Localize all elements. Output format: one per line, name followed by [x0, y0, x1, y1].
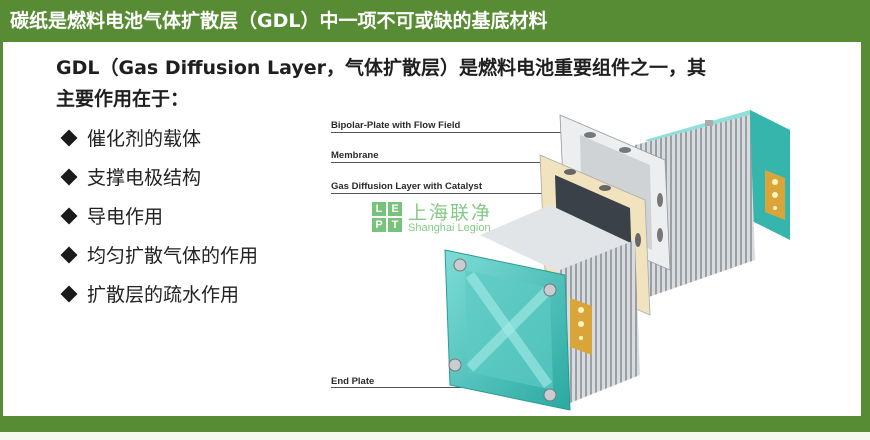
- diamond-bullet-icon: [60, 207, 78, 224]
- bullet-item: 导电作用: [60, 196, 258, 235]
- intro-text: GDL（Gas Diffusion Layer，气体扩散层）是燃料电池重要组件之…: [56, 53, 796, 115]
- watermark-letter-grid: L E P T: [372, 202, 402, 232]
- watermark-letter: E: [388, 202, 402, 216]
- watermark-english-name: Shanghai Legion: [408, 222, 491, 234]
- watermark-letter: P: [372, 218, 386, 232]
- diamond-bullet-icon: [60, 129, 78, 146]
- slide-title: 碳纸是燃料电池气体扩散层（GDL）中一项不可或缺的基底材料: [0, 0, 870, 42]
- diamond-bullet-icon: [60, 285, 78, 302]
- diamond-bullet-icon: [60, 168, 78, 185]
- bottom-strip: [0, 432, 870, 440]
- intro-line-1: GDL（Gas Diffusion Layer，气体扩散层）是燃料电池重要组件之…: [56, 57, 707, 79]
- bullet-label: 支撑电极结构: [87, 167, 202, 189]
- leader-line-membrane: [331, 162, 541, 163]
- front-end-plate-assembly: [444, 205, 640, 411]
- label-end-plate: End Plate: [331, 376, 375, 387]
- intro-line-2: 主要作用在于：: [56, 88, 190, 110]
- bullet-item: 催化剂的载体: [60, 118, 258, 157]
- bullet-list: 催化剂的载体 支撑电极结构 导电作用 均匀扩散气体的作用 扩散层的疏水作用: [60, 118, 258, 313]
- label-membrane: Membrane: [331, 150, 379, 161]
- watermark-chinese-name: 上海联净: [408, 202, 493, 224]
- bullet-label: 导电作用: [87, 206, 164, 228]
- watermark-logo: L E P T 上海联净 Shanghai Legion: [372, 200, 532, 240]
- bullet-label: 催化剂的载体: [87, 128, 202, 150]
- watermark-letter: L: [372, 202, 386, 216]
- watermark-letter: T: [388, 218, 402, 232]
- bullet-item: 支撑电极结构: [60, 157, 258, 196]
- fuel-cell-exploded-diagram: [444, 110, 790, 411]
- bullet-label: 均匀扩散气体的作用: [87, 245, 259, 267]
- leader-line-bipolar: [331, 132, 561, 133]
- leader-line-end-plate: [331, 387, 511, 388]
- bullet-item: 均匀扩散气体的作用: [60, 235, 258, 274]
- leader-line-gdl: [331, 193, 556, 194]
- bullet-label: 扩散层的疏水作用: [87, 284, 240, 306]
- diamond-bullet-icon: [60, 246, 78, 263]
- label-bipolar-plate: Bipolar-Plate with Flow Field: [331, 120, 461, 131]
- bullet-item: 扩散层的疏水作用: [60, 274, 258, 313]
- label-gas-diffusion-layer: Gas Diffusion Layer with Catalyst: [331, 181, 482, 192]
